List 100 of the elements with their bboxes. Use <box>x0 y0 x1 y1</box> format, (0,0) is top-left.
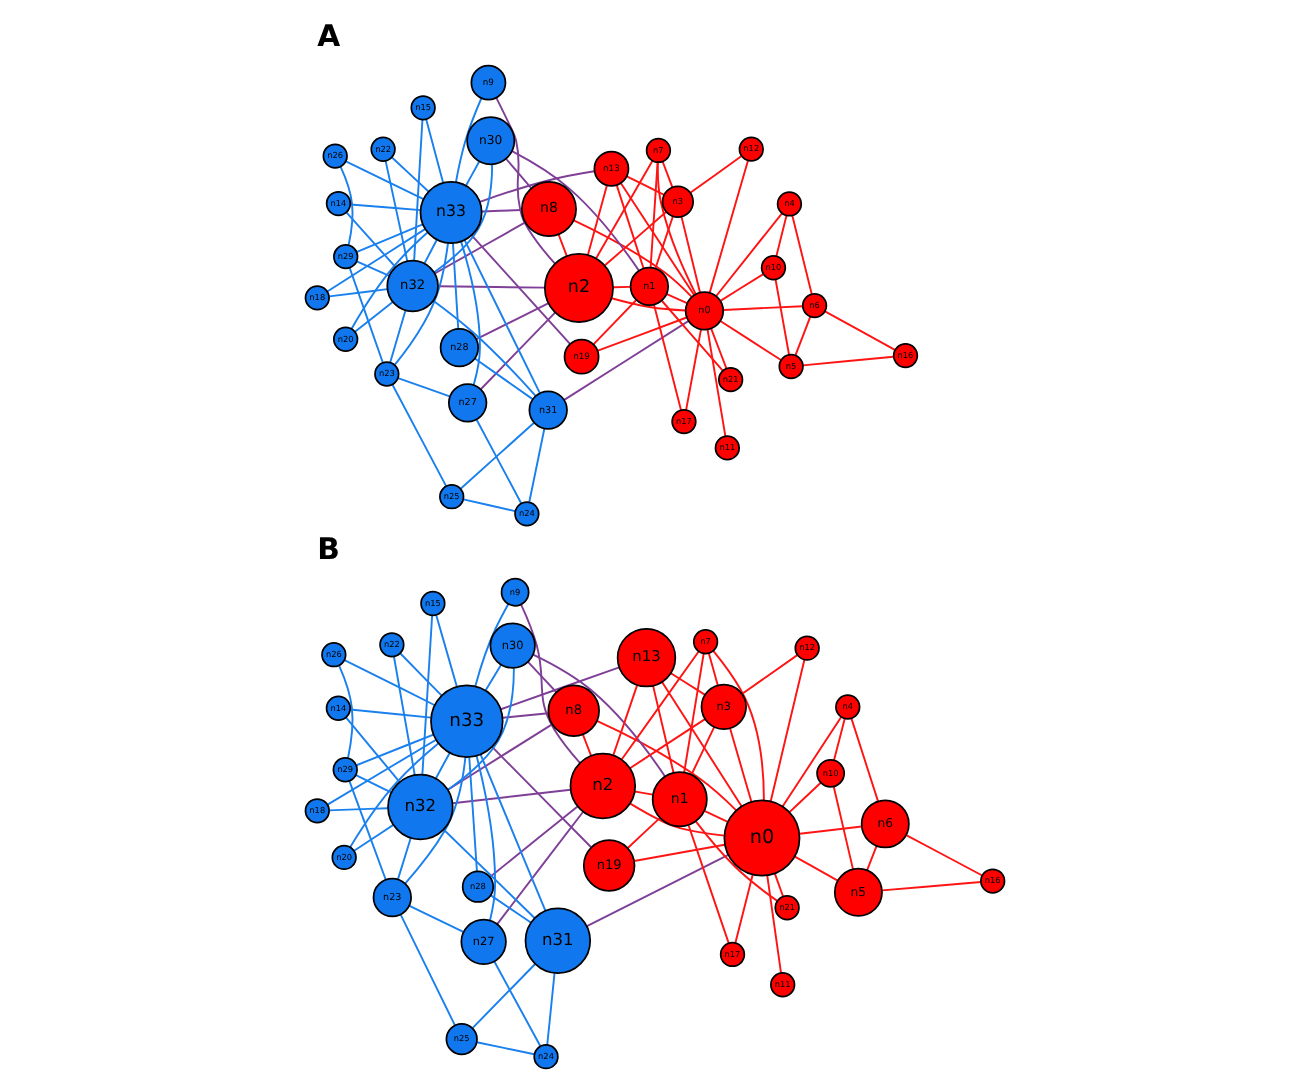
connector <box>383 159 408 263</box>
connector <box>445 723 553 791</box>
connector <box>527 427 545 503</box>
connector <box>632 790 653 796</box>
connector <box>740 654 798 695</box>
connector <box>458 421 534 490</box>
connector <box>424 118 444 184</box>
connector <box>624 175 665 196</box>
connector <box>655 161 696 295</box>
connector <box>436 285 545 289</box>
connector <box>545 972 555 1046</box>
connector <box>488 805 578 878</box>
connector <box>342 659 435 707</box>
connector <box>693 820 778 902</box>
connector <box>467 756 477 873</box>
connector <box>354 774 392 794</box>
connector <box>625 817 660 849</box>
connector <box>653 215 673 270</box>
connector <box>648 161 658 269</box>
connector <box>433 752 450 780</box>
connector <box>619 182 695 297</box>
connector <box>494 97 555 265</box>
connector <box>474 302 549 341</box>
connector <box>718 273 764 302</box>
connector <box>325 738 436 806</box>
connector <box>488 894 531 924</box>
connector <box>787 781 821 814</box>
connector <box>454 97 482 183</box>
connector <box>595 720 737 812</box>
connector <box>709 327 727 370</box>
connector <box>407 904 464 933</box>
connector <box>602 210 667 267</box>
connector <box>628 718 705 770</box>
connector <box>412 118 423 262</box>
connector <box>451 242 459 330</box>
connector <box>721 305 803 311</box>
node-circle: n2 <box>542 253 613 323</box>
connector <box>594 160 653 260</box>
connector <box>469 234 570 345</box>
connector <box>474 1041 535 1056</box>
connector <box>354 733 434 767</box>
connector <box>531 653 665 778</box>
connector <box>338 165 353 246</box>
connector <box>728 727 752 803</box>
connector <box>684 328 701 411</box>
connector <box>325 228 425 293</box>
connector <box>668 672 705 696</box>
connector <box>432 163 493 274</box>
connector <box>832 717 845 762</box>
connector <box>702 809 728 823</box>
connector <box>611 285 631 289</box>
connector <box>772 872 784 898</box>
connector <box>459 240 480 386</box>
label: A <box>316 17 340 54</box>
connector <box>348 203 421 212</box>
connector <box>473 603 509 688</box>
connector <box>660 160 673 189</box>
connector <box>463 160 480 187</box>
connector <box>337 664 353 760</box>
connector <box>498 666 620 711</box>
connector <box>765 874 781 974</box>
connector <box>390 383 446 487</box>
connector <box>797 825 862 835</box>
connector <box>801 355 894 367</box>
connector <box>510 150 639 272</box>
connector <box>562 320 689 401</box>
connector <box>718 320 781 361</box>
connector <box>585 184 607 257</box>
connector <box>474 418 522 505</box>
connector <box>461 498 516 513</box>
connector <box>480 209 522 213</box>
connector <box>388 309 406 364</box>
connector <box>348 742 439 849</box>
connector <box>483 663 502 692</box>
connector <box>823 310 895 351</box>
connector <box>396 377 450 398</box>
connector <box>446 667 514 791</box>
connector <box>348 708 432 719</box>
connector <box>632 843 725 862</box>
connector <box>793 315 811 357</box>
node-circle: n2 <box>568 752 636 820</box>
connector <box>343 160 424 201</box>
connector <box>609 297 686 312</box>
connector <box>651 684 674 774</box>
connector <box>706 652 718 687</box>
connector <box>344 211 396 268</box>
node-circle: n32 <box>386 773 453 841</box>
connector <box>591 299 637 346</box>
connector <box>398 913 455 1027</box>
connector <box>831 785 853 871</box>
connector <box>614 184 644 270</box>
connector <box>462 239 540 394</box>
connector <box>689 726 715 776</box>
connector <box>347 779 386 881</box>
connector <box>390 156 429 193</box>
connector <box>682 652 704 774</box>
connector <box>478 753 546 912</box>
connector <box>392 242 448 366</box>
connector <box>398 652 442 697</box>
connector <box>880 881 981 892</box>
